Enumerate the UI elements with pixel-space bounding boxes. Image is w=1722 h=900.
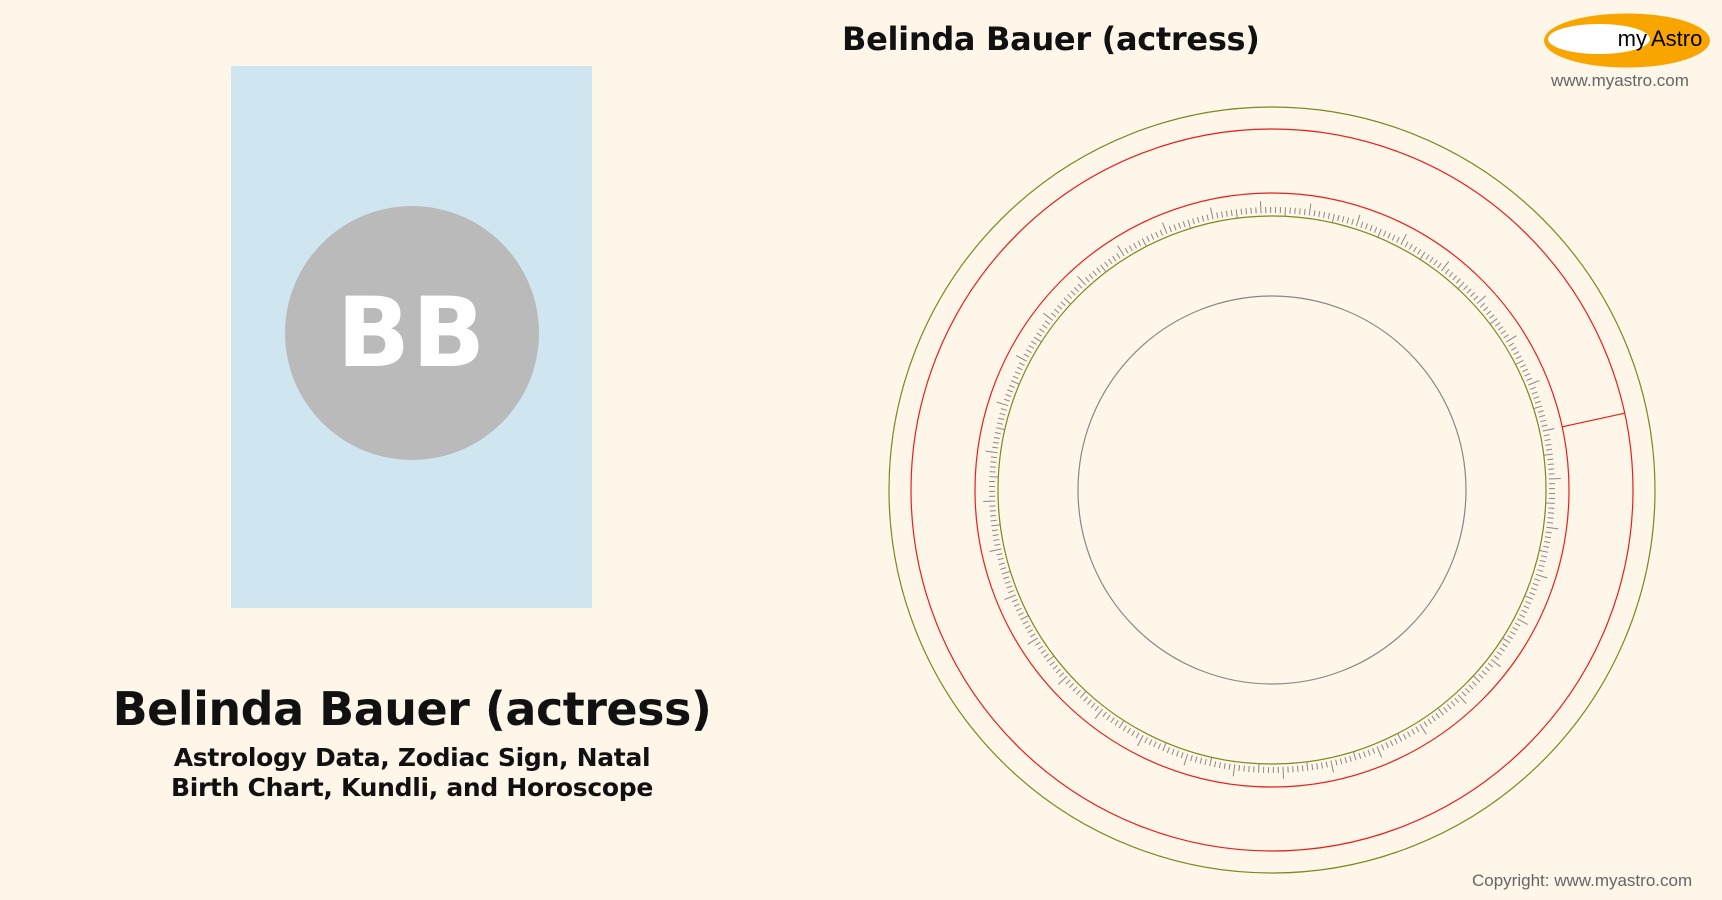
copyright-text: Copyright: www.myastro.com: [1472, 871, 1693, 890]
myastro-logo-link[interactable]: my Astro: [1543, 12, 1711, 69]
profile-photo-placeholder: BB: [231, 66, 592, 608]
outer-ring: [888, 106, 1656, 874]
aspect-circle: [1077, 295, 1467, 685]
logo-text-my: my: [1618, 26, 1647, 51]
avatar: BB: [285, 206, 539, 460]
profile-subtitle: Astrology Data, Zodiac Sign, Natal Birth…: [0, 743, 824, 803]
zodiac-ring-outer: [910, 128, 1634, 852]
zodiac-ring-inner: [974, 192, 1570, 788]
profile-name-heading: Belinda Bauer (actress): [112, 682, 712, 736]
subtitle-line-2: Birth Chart, Kundli, and Horoscope: [170, 773, 654, 802]
avatar-initials: BB: [336, 277, 488, 389]
sign-boundary: [1562, 412, 1625, 428]
degree-ticks: [983, 201, 1561, 779]
myastro-logo-icon: my Astro: [1544, 13, 1710, 68]
logo-text-astro: Astro: [1651, 26, 1702, 51]
house-inner-ring: [997, 215, 1547, 765]
chart-title: Belinda Bauer (actress): [842, 20, 1260, 58]
logo-url-link[interactable]: www.myastro.com: [1551, 71, 1689, 90]
subtitle-line-1: Astrology Data, Zodiac Sign, Natal: [173, 743, 651, 772]
